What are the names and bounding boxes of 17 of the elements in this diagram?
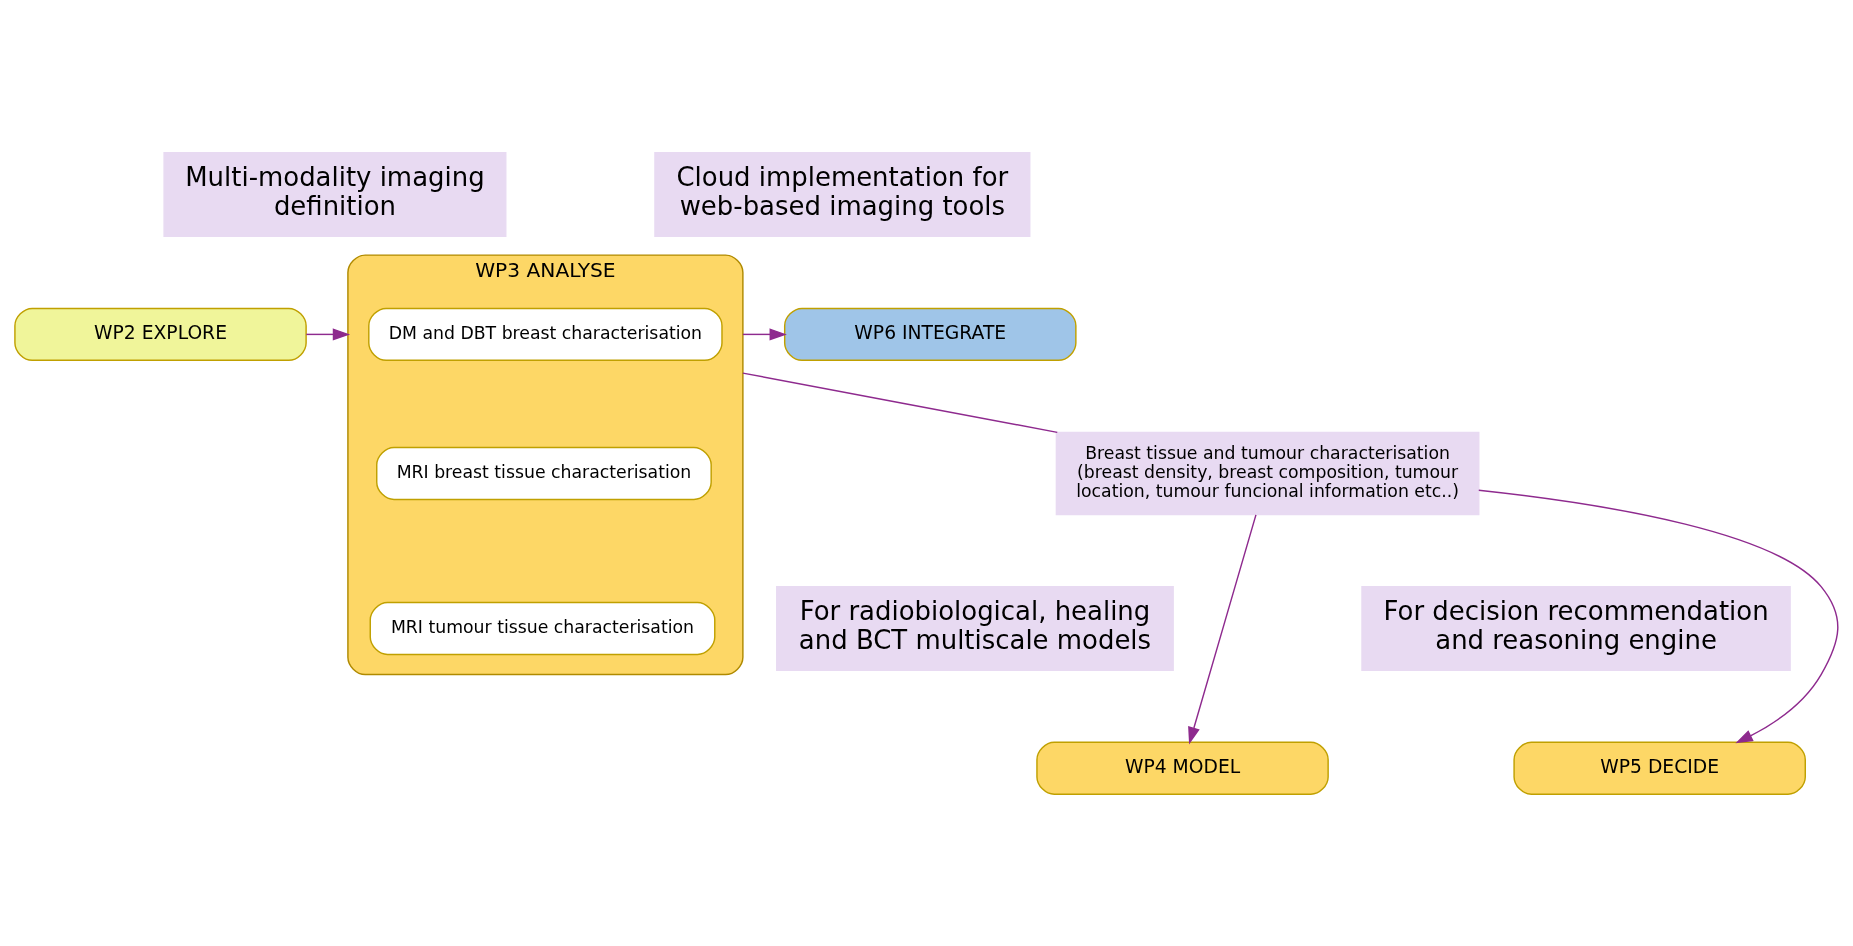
node-box: MRI tumour tissue characterisation xyxy=(369,601,716,655)
node-box: WP2 EXPLORE xyxy=(14,307,307,361)
node-box: DM and DBT breast characterisation xyxy=(368,307,723,361)
node-box: WP5 DECIDE xyxy=(1513,741,1806,795)
arrow xyxy=(1478,489,1839,743)
node-box: WP4 MODEL xyxy=(1036,741,1329,795)
node-box: WP6 INTEGRATE xyxy=(783,307,1077,361)
node-box: Multi-modality imaging definition xyxy=(163,151,507,237)
connector xyxy=(742,371,1058,433)
node-box: MRI breast tissue characterisation xyxy=(376,446,712,500)
node-box: For decision recommendation and reasoning engine xyxy=(1361,585,1791,671)
arrow xyxy=(742,327,787,340)
node-box: For radiobiological, healing and BCT multiscale models xyxy=(776,585,1174,671)
node-box: Cloud implementation for web-based imaging tools xyxy=(654,151,1031,237)
arrow xyxy=(1188,513,1257,744)
node-box: Breast tissue and tumour characterisation (breast density, breast composition, tumour location, tumour funcional information etc..) xyxy=(1055,431,1480,515)
arrow xyxy=(305,327,351,340)
